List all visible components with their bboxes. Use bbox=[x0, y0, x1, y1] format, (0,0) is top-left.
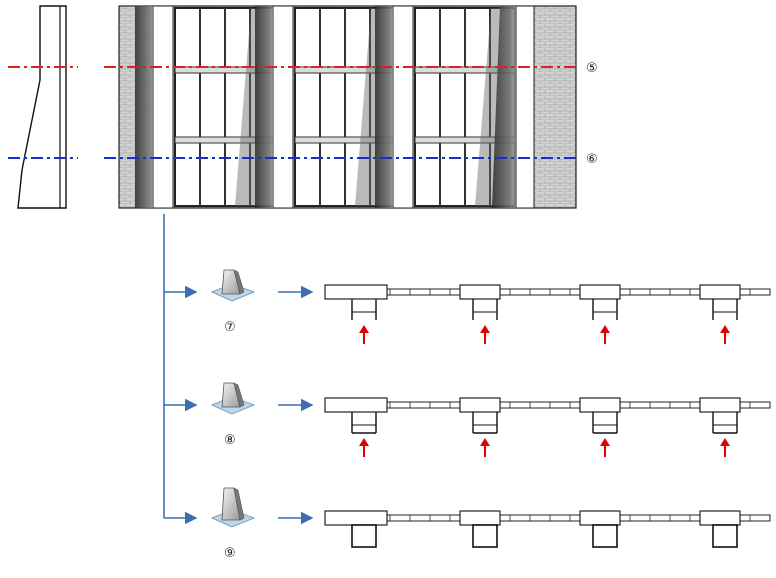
step-step_8: ⑧ bbox=[210, 382, 771, 457]
plan-pier-walls bbox=[712, 412, 738, 433]
section-line-5: ⑤ bbox=[8, 61, 598, 76]
pier bbox=[152, 5, 174, 209]
flow-connector bbox=[163, 214, 198, 525]
plan-pier-box bbox=[472, 524, 498, 548]
plan-head bbox=[579, 284, 621, 300]
marker-arrow-head bbox=[720, 438, 730, 446]
plan-pier-walls bbox=[712, 299, 738, 320]
step-label: ⑧ bbox=[224, 433, 236, 448]
plan-pier-box bbox=[592, 524, 618, 548]
icon-block-side bbox=[233, 269, 245, 295]
pier-shadow bbox=[375, 6, 393, 208]
plan-pier-walls bbox=[351, 412, 377, 433]
pier-shadow bbox=[135, 6, 153, 208]
icon-block-side bbox=[233, 487, 245, 521]
plan-head bbox=[699, 397, 741, 413]
plan-pier-walls bbox=[472, 299, 498, 320]
marker-arrow-head bbox=[480, 325, 490, 333]
plan-pier-box bbox=[712, 524, 738, 548]
plan-head bbox=[579, 510, 621, 526]
plan-pier-walls bbox=[592, 299, 618, 320]
marker-arrow-head bbox=[600, 438, 610, 446]
pedestal-icon bbox=[210, 382, 256, 415]
tall-pedestal-icon bbox=[210, 487, 256, 528]
plan-head bbox=[579, 397, 621, 413]
side-profile bbox=[17, 5, 67, 209]
section-label-5: ⑤ bbox=[586, 61, 598, 76]
pier bbox=[515, 5, 535, 209]
plan-pier-walls bbox=[351, 299, 377, 320]
plan-head bbox=[459, 397, 501, 413]
step-step_7: ⑦ bbox=[210, 269, 771, 344]
plan-section bbox=[324, 397, 771, 457]
plan-head bbox=[324, 510, 388, 526]
pedestal-icon bbox=[210, 269, 256, 302]
pier bbox=[272, 5, 294, 209]
marker-arrow-head bbox=[359, 325, 369, 333]
plan-pier-box bbox=[351, 524, 377, 548]
plan-pier-walls bbox=[472, 412, 498, 433]
pier bbox=[392, 5, 414, 209]
facade-elevation bbox=[118, 5, 577, 209]
plan-head bbox=[699, 510, 741, 526]
step-step_9: ⑨ bbox=[210, 487, 771, 561]
marker-arrow-head bbox=[359, 438, 369, 446]
plan-head bbox=[459, 284, 501, 300]
step-label: ⑦ bbox=[224, 320, 236, 335]
icon-block-side bbox=[233, 382, 245, 408]
plan-head bbox=[324, 397, 388, 413]
pier-shadow bbox=[255, 6, 273, 208]
plan-head bbox=[459, 510, 501, 526]
plan-pier-walls bbox=[592, 412, 618, 433]
plan-section bbox=[324, 510, 771, 548]
plan-head bbox=[324, 284, 388, 300]
section-label-6: ⑥ bbox=[586, 152, 598, 167]
marker-arrow-head bbox=[480, 438, 490, 446]
marker-arrow-head bbox=[720, 325, 730, 333]
step-label: ⑨ bbox=[224, 546, 236, 561]
plan-head bbox=[699, 284, 741, 300]
section-line-6: ⑥ bbox=[8, 152, 598, 167]
marker-arrow-head bbox=[600, 325, 610, 333]
plan-section bbox=[324, 284, 771, 344]
